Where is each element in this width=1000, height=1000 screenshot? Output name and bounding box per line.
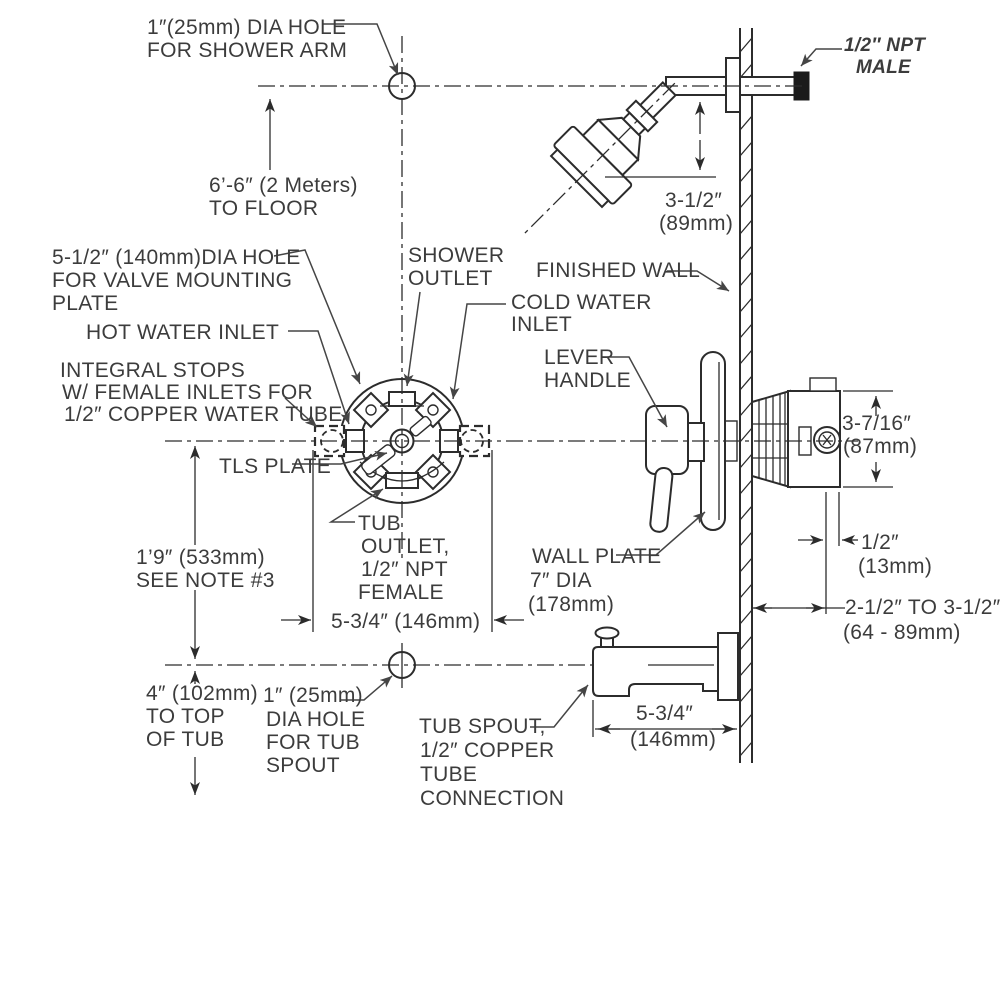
label-dim-stops-span: 5-3/4″ (146mm) — [331, 610, 480, 633]
label-dim-head-drop-2: (89mm) — [659, 212, 733, 235]
label-wall-plate-3: (178mm) — [528, 593, 614, 616]
label-to-floor-1: 6’-6″ (2 Meters) — [209, 174, 358, 197]
valve-front-view — [313, 378, 491, 504]
label-shower-arm-hole-1: 1″(25mm) DIA HOLE — [147, 16, 346, 39]
label-npt-male-1: 1/2″ NPT — [844, 35, 926, 56]
label-tub-spout-1: TUB SPOUT, — [419, 715, 546, 738]
label-cold-water-1: COLD WATER — [511, 291, 652, 314]
label-wall-plate-2: 7″ DIA — [530, 569, 592, 592]
label-note-533-2: SEE NOTE #3 — [136, 569, 275, 592]
labels: 1″(25mm) DIA HOLE FOR SHOWER ARM 1/2″ NP… — [52, 16, 1000, 810]
wall-hatching — [739, 37, 753, 757]
label-wall-plate-1: WALL PLATE — [532, 545, 661, 568]
finished-wall-section — [739, 28, 753, 763]
shower-arm — [665, 57, 810, 113]
shower-head — [521, 81, 677, 237]
label-dim-body-height-1: 3-7/16″ — [842, 412, 911, 435]
label-top-of-tub-2: TO TOP — [146, 705, 225, 728]
label-dim-half-1: 1/2″ — [861, 531, 899, 554]
label-valve-hole-1: 5-1/2″ (140mm)DIA HOLE — [52, 246, 301, 269]
dimension-lines — [190, 99, 893, 795]
tub-spout-drawing — [592, 626, 739, 701]
label-cold-water-2: INLET — [511, 313, 572, 336]
label-lever-1: LEVER — [544, 346, 614, 369]
label-shower-outlet-2: OUTLET — [408, 267, 493, 290]
label-integral-3: 1/2″ COPPER WATER TUBE — [64, 403, 343, 426]
leader-lines — [273, 23, 842, 728]
centerlines — [165, 36, 858, 666]
label-dim-body-height-2: (87mm) — [843, 435, 917, 458]
label-top-of-tub-1: 4″ (102mm) — [146, 682, 258, 705]
label-dim-spout-length-2: (146mm) — [630, 728, 716, 751]
shower-arm-escutcheon — [725, 57, 741, 113]
label-shower-arm-hole-2: FOR SHOWER ARM — [147, 39, 347, 62]
label-tub-spout-2: 1/2″ COPPER — [420, 739, 554, 762]
label-top-of-tub-3: OF TUB — [146, 728, 224, 751]
label-dim-half-2: (13mm) — [858, 555, 932, 578]
label-tub-spout-3: TUBE — [420, 763, 477, 786]
handle-lever — [649, 466, 674, 533]
label-to-floor-2: TO FLOOR — [209, 197, 318, 220]
label-tub-outlet-4: FEMALE — [358, 581, 444, 604]
label-hot-water: HOT WATER INLET — [86, 321, 279, 344]
label-tub-outlet-2: OUTLET, — [361, 535, 449, 558]
label-tub-hole-4: SPOUT — [266, 754, 340, 777]
label-tls-plate: TLS PLATE — [219, 455, 331, 478]
label-tub-hole-3: FOR TUB — [266, 731, 360, 754]
diverter-knob — [594, 626, 620, 640]
label-tub-spout-4: CONNECTION — [420, 787, 564, 810]
label-dim-wall-range-1: 2-1/2″ TO 3-1/2″ — [845, 596, 1000, 619]
label-integral-2: W/ FEMALE INLETS FOR — [62, 381, 313, 404]
label-tub-outlet-1: TUB — [358, 512, 401, 535]
spout-body — [592, 646, 719, 697]
label-shower-outlet-1: SHOWER — [408, 244, 504, 267]
label-npt-male-2: MALE — [856, 57, 912, 78]
label-lever-2: HANDLE — [544, 369, 631, 392]
cartridge-ribs — [751, 389, 791, 489]
label-tub-hole-2: DIA HOLE — [266, 708, 365, 731]
label-finished-wall: FINISHED WALL — [536, 259, 700, 282]
spout-escutcheon — [717, 632, 739, 701]
label-integral-1: INTEGRAL STOPS — [60, 359, 245, 382]
label-dim-wall-range-2: (64 - 89mm) — [843, 621, 961, 644]
label-note-533-1: 1’9″ (533mm) — [136, 546, 265, 569]
label-valve-hole-3: PLATE — [52, 292, 118, 315]
valve-side-view — [645, 351, 841, 533]
label-tub-hole-1: 1″ (25mm) — [263, 684, 363, 707]
label-tub-outlet-3: 1/2″ NPT — [361, 558, 448, 581]
label-dim-head-drop-1: 3-1/2″ — [665, 189, 722, 212]
label-dim-spout-length-1: 5-3/4″ — [636, 702, 693, 725]
handle-knob — [645, 405, 689, 475]
label-valve-hole-2: FOR VALVE MOUNTING — [52, 269, 292, 292]
